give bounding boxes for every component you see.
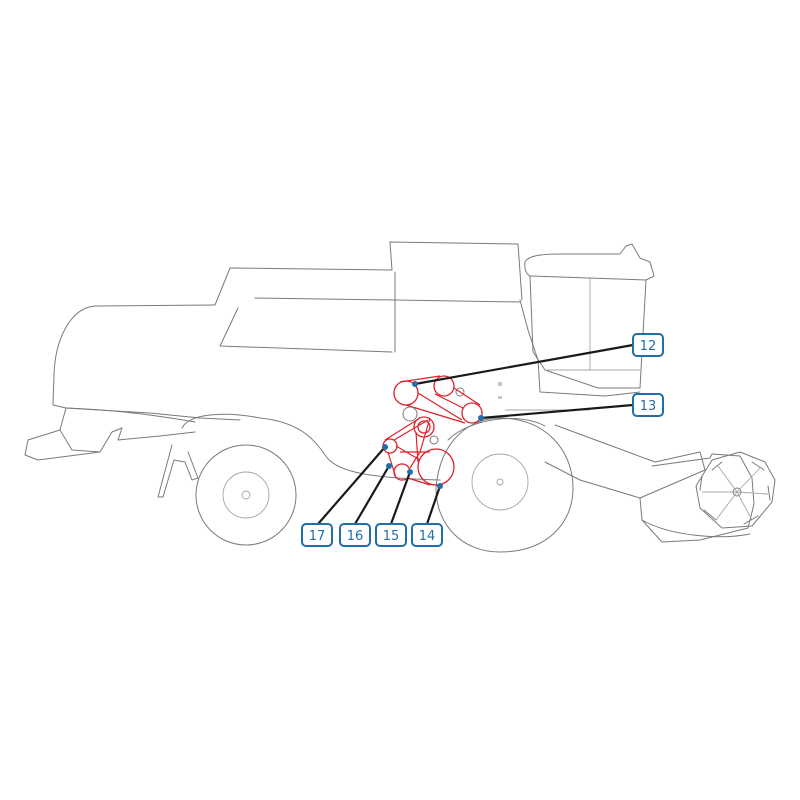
front-wheel (436, 418, 573, 552)
rear-step (158, 445, 198, 497)
belt-drives (383, 376, 482, 485)
panel-mark-2 (498, 396, 502, 399)
cab-roof (525, 244, 654, 280)
belt-lower (385, 418, 430, 485)
header-trough (642, 520, 750, 537)
callout-15-label: 15 (383, 529, 400, 544)
leader-dot-16 (386, 463, 392, 469)
leader-lines (318, 345, 633, 524)
rear-wheel-arch (182, 414, 440, 480)
callout-13[interactable]: 13 (633, 394, 663, 416)
leader-dot-17 (382, 444, 388, 450)
cab-glass (530, 276, 646, 388)
callout-14-label: 14 (419, 529, 436, 544)
rear-wheel-hub (242, 491, 250, 499)
rear-wheel (196, 445, 296, 545)
rear-chopper-outline (25, 408, 122, 460)
rear-chopper-inner (60, 430, 100, 452)
leader-13 (481, 405, 633, 418)
body-outline (53, 305, 215, 422)
reel-spokes (702, 466, 768, 520)
callout-17[interactable]: 17 (302, 524, 332, 546)
rear-wheel-rim (223, 472, 269, 518)
callout-17-label: 17 (309, 529, 326, 544)
leader-dot-13 (478, 415, 484, 421)
callout-16-label: 16 (347, 529, 364, 544)
pulley-mid-small (403, 407, 417, 421)
front-wheel-hub (497, 479, 503, 485)
reel-bats (700, 462, 770, 524)
tank-mid-line (255, 298, 520, 302)
leader-dot-14 (437, 483, 443, 489)
rear-skirt (118, 428, 195, 440)
callout-15[interactable]: 15 (376, 524, 406, 546)
callout-12-label: 12 (640, 339, 657, 354)
callout-12[interactable]: 12 (633, 334, 663, 356)
pulley-mid-idler (430, 436, 438, 444)
rear-bonnet-line (66, 408, 240, 420)
callout-13-label: 13 (640, 399, 657, 414)
front-wheel-rim (472, 454, 528, 510)
leader-dot-12 (412, 381, 418, 387)
header-outline (640, 454, 754, 542)
leader-12 (415, 345, 633, 384)
grain-tank-outline (215, 242, 522, 305)
side-panel-outline (220, 308, 392, 352)
leader-dot-15 (407, 469, 413, 475)
callout-16[interactable]: 16 (340, 524, 370, 546)
callout-14[interactable]: 14 (412, 524, 442, 546)
panel-mark-1 (498, 382, 502, 386)
